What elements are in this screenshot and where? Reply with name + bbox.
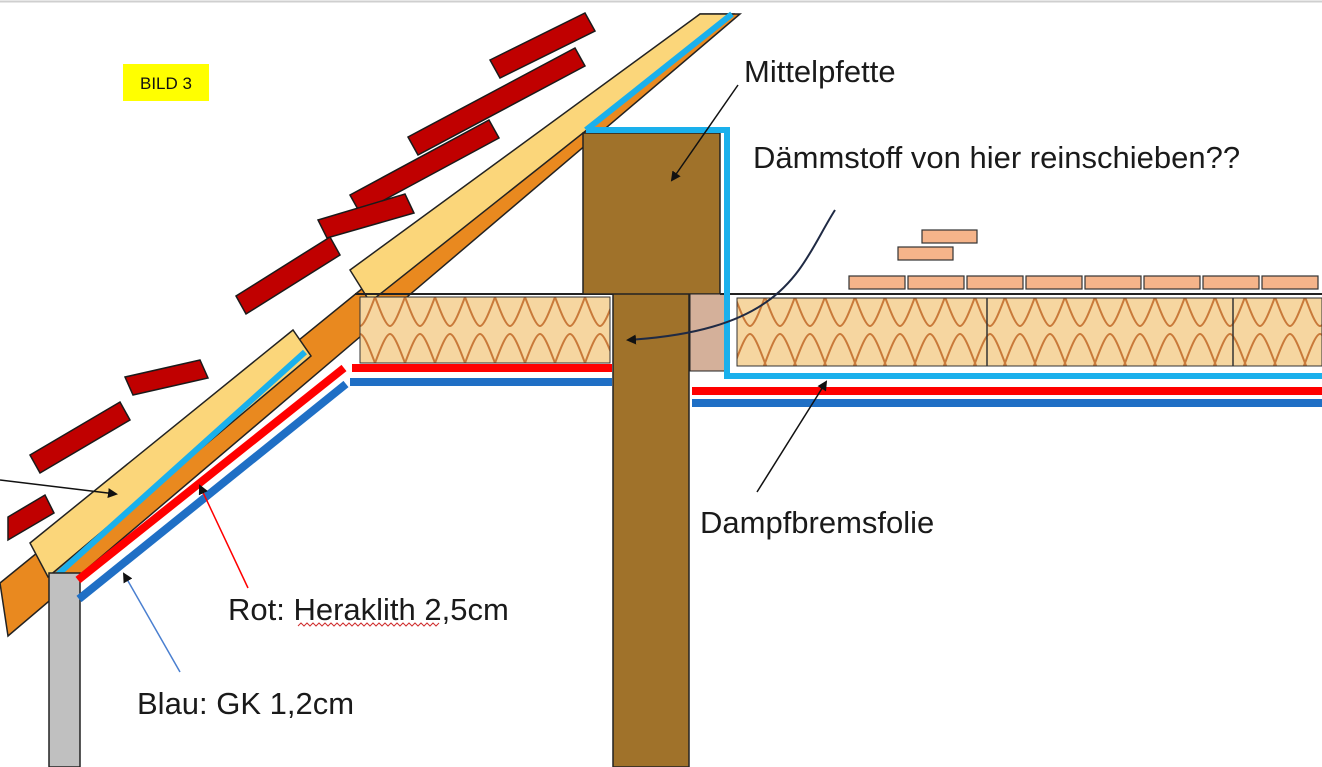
floor-brick <box>1202 275 1260 290</box>
roof-tile <box>316 193 416 239</box>
badge-background <box>123 64 209 101</box>
vapor-barrier-rafter-upper <box>584 11 734 133</box>
ceiling-insulation-right <box>736 297 1322 367</box>
floor-brick <box>1143 275 1201 290</box>
roof-tile <box>7 493 55 542</box>
floor-bricks <box>848 229 1319 290</box>
floor-brick <box>1025 275 1083 290</box>
arrow-mittelpfette <box>670 84 739 182</box>
arrow-left-board <box>0 479 118 499</box>
label-blau: Blau: GK 1,2cm <box>137 686 354 721</box>
label-mittelpfette: Mittelpfette <box>744 54 896 89</box>
arrow-blau <box>123 572 181 673</box>
roof-tile <box>406 46 587 157</box>
arrow-dampfbremsfolie <box>756 380 828 493</box>
roof-tile <box>488 12 597 79</box>
label-daemmstoff: Dämmstoff von hier reinschieben?? <box>753 140 1240 175</box>
mittelpfette-block <box>582 132 721 295</box>
vapor-barrier-rafter-lower <box>53 349 308 579</box>
floor-brick <box>966 275 1024 290</box>
roof-tiles <box>7 12 597 542</box>
floor-brick <box>921 229 978 244</box>
blue-layer-sloped <box>76 380 349 603</box>
rafter-insulation-board-lower <box>29 328 313 579</box>
spellcheck-squiggle <box>297 622 440 627</box>
badge-text: BILD 3 <box>140 74 192 93</box>
left-wall <box>48 572 81 767</box>
gap-filler <box>689 293 727 372</box>
floor-brick <box>1261 275 1319 290</box>
vapor-barrier-ceiling <box>586 127 1322 379</box>
arrow-daemmstoff <box>626 209 836 345</box>
floor-brick <box>907 275 965 290</box>
floor-brick <box>848 275 906 290</box>
arrow-rot <box>198 484 249 589</box>
floor-brick <box>897 246 954 261</box>
ceiling-insulation-left <box>359 296 611 364</box>
center-post <box>612 292 690 767</box>
red-layer-sloped <box>75 364 347 584</box>
label-dampfbremsfolie: Dampfbremsfolie <box>700 505 934 540</box>
roof-tile <box>234 235 342 316</box>
roof-tile <box>123 359 210 396</box>
floor-brick <box>1084 275 1142 290</box>
roof-tile <box>28 400 132 475</box>
roof-tile <box>348 118 501 215</box>
label-rot: Rot: Heraklith 2,5cm <box>228 592 509 627</box>
